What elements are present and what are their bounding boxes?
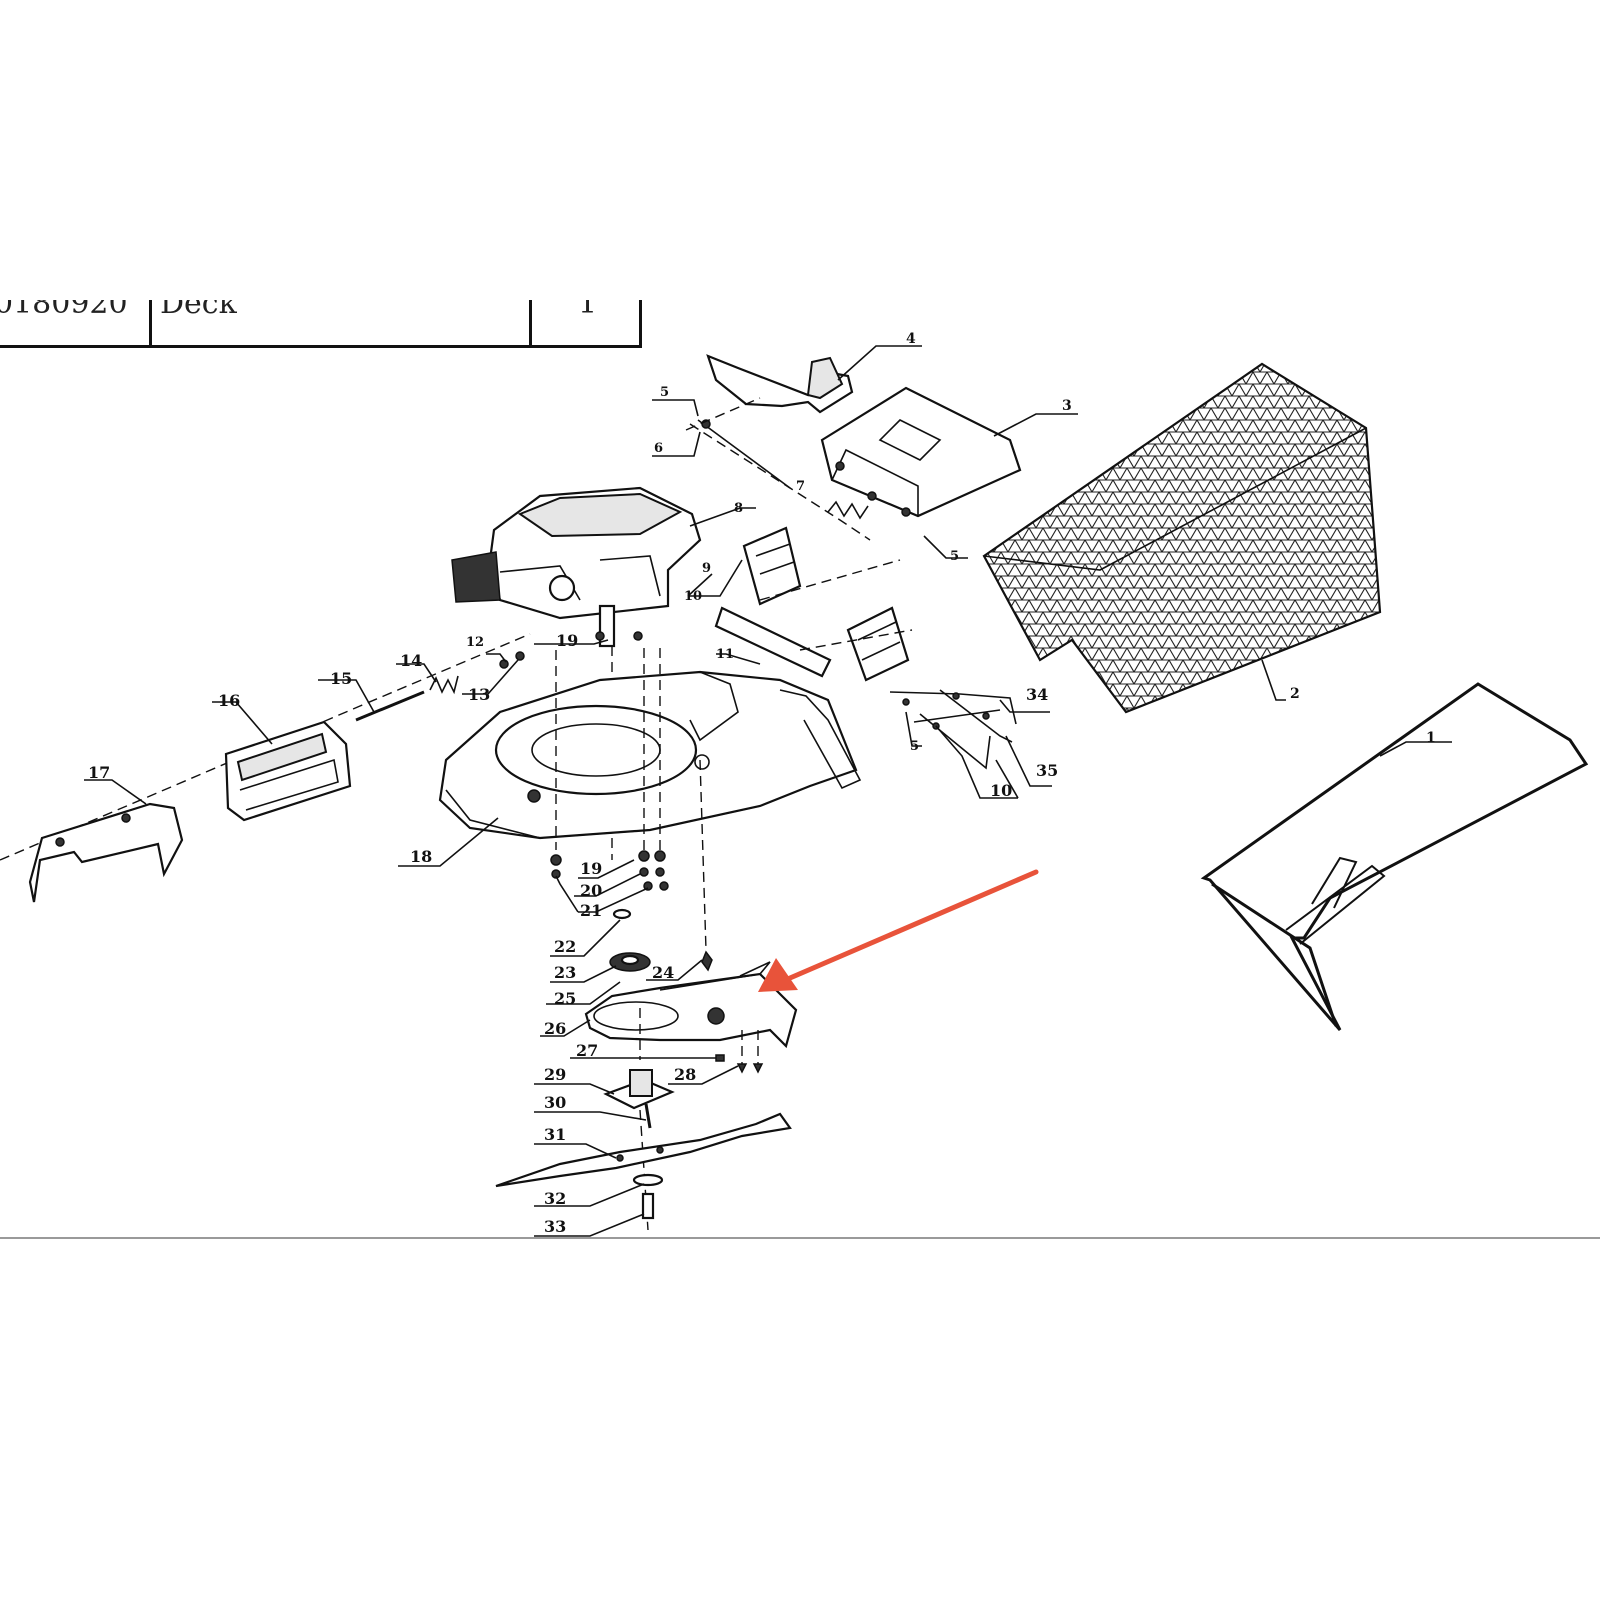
part-22-washer bbox=[612, 908, 632, 920]
annotation-arrow bbox=[758, 869, 1039, 992]
callout-26: 26 bbox=[544, 1019, 566, 1038]
leader-lines bbox=[84, 345, 1452, 1237]
callout-5-side: 5 bbox=[910, 739, 919, 754]
callout-25: 25 bbox=[554, 989, 576, 1008]
part-17-rear-guard bbox=[28, 802, 184, 903]
part-27-key bbox=[715, 1054, 725, 1062]
callout-28: 28 bbox=[674, 1065, 696, 1084]
callout-12: 12 bbox=[466, 635, 484, 650]
part-9-bracket bbox=[742, 526, 802, 606]
callout-15: 15 bbox=[330, 669, 352, 688]
part-6-rod bbox=[697, 419, 791, 489]
callout-35: 35 bbox=[1036, 761, 1058, 780]
part-24-bolt bbox=[701, 950, 713, 972]
part-9-bracket-lower bbox=[846, 606, 910, 682]
callout-32: 32 bbox=[544, 1189, 566, 1208]
part-7-spring bbox=[827, 500, 869, 520]
callout-14: 14 bbox=[400, 651, 422, 670]
part-quantity: 1 bbox=[578, 300, 598, 321]
callout-29: 29 bbox=[544, 1065, 566, 1084]
callout-5-lower: 5 bbox=[950, 549, 959, 564]
callout-8: 8 bbox=[734, 501, 743, 516]
callout-10-lower: 10 bbox=[990, 781, 1012, 800]
callout-19-lower: 19 bbox=[580, 859, 602, 878]
parts-table-row: 0180920 Deck 1 bbox=[0, 300, 642, 352]
callout-33: 33 bbox=[544, 1217, 566, 1236]
part-28-screws bbox=[736, 1030, 764, 1074]
callout-24: 24 bbox=[652, 963, 674, 982]
part-number: 0180920 bbox=[0, 300, 128, 321]
callout-19: 19 bbox=[556, 631, 578, 650]
part-18-deck bbox=[438, 670, 862, 840]
callout-17: 17 bbox=[88, 763, 110, 782]
part-15-rod bbox=[355, 690, 425, 722]
callout-27: 27 bbox=[576, 1041, 598, 1060]
callout-16: 16 bbox=[218, 691, 240, 710]
callout-21: 21 bbox=[580, 901, 602, 920]
callout-18: 18 bbox=[410, 847, 432, 866]
callout-13: 13 bbox=[468, 685, 490, 704]
part-33-bolt bbox=[641, 1192, 655, 1220]
part-32-washer bbox=[632, 1173, 664, 1187]
callout-22: 22 bbox=[554, 937, 576, 956]
callout-11: 11 bbox=[716, 647, 734, 662]
callout-34: 34 bbox=[1026, 685, 1048, 704]
callout-31: 31 bbox=[544, 1125, 566, 1144]
part-1-handle-frame bbox=[1200, 682, 1589, 1031]
part-13-pin bbox=[515, 651, 525, 661]
part-3-cover bbox=[820, 386, 1022, 518]
part-31-blade bbox=[495, 1112, 792, 1188]
part-8-engine bbox=[451, 486, 702, 860]
part-4-top-plate bbox=[706, 354, 854, 414]
callout-4: 4 bbox=[906, 331, 916, 347]
assembly-line bbox=[689, 423, 871, 541]
callout-labels: 1 2 3 4 5 5 5 6 7 8 9 10 10 11 12 13 14 … bbox=[88, 331, 1436, 1236]
part-description: Deck bbox=[160, 300, 237, 321]
part-16-rear-flap bbox=[224, 720, 352, 822]
part-11-hinge-bar bbox=[714, 559, 913, 678]
callout-6: 6 bbox=[654, 441, 663, 456]
description-cell: Deck bbox=[152, 300, 532, 348]
callout-7: 7 bbox=[796, 479, 805, 494]
part-23-pulley bbox=[609, 952, 651, 972]
callout-5: 5 bbox=[660, 385, 669, 400]
callout-20: 20 bbox=[580, 881, 602, 900]
assembly-line bbox=[685, 397, 761, 431]
callout-30: 30 bbox=[544, 1093, 566, 1112]
part-2-grass-bag bbox=[982, 362, 1382, 714]
part-12-pin bbox=[499, 659, 509, 669]
quantity-cell: 1 bbox=[532, 300, 642, 348]
part-number-cell: 0180920 bbox=[0, 300, 152, 348]
part-26-blade-housing bbox=[584, 961, 798, 1049]
page-divider bbox=[0, 1237, 1600, 1239]
part-30-pin bbox=[644, 1103, 652, 1129]
part-19-21-fasteners bbox=[550, 631, 707, 951]
callout-23: 23 bbox=[554, 963, 576, 982]
callout-2: 2 bbox=[1290, 686, 1300, 702]
callout-1: 1 bbox=[1426, 730, 1436, 746]
callout-3: 3 bbox=[1062, 398, 1072, 414]
callout-9: 9 bbox=[702, 561, 711, 576]
callout-10: 10 bbox=[684, 589, 702, 604]
